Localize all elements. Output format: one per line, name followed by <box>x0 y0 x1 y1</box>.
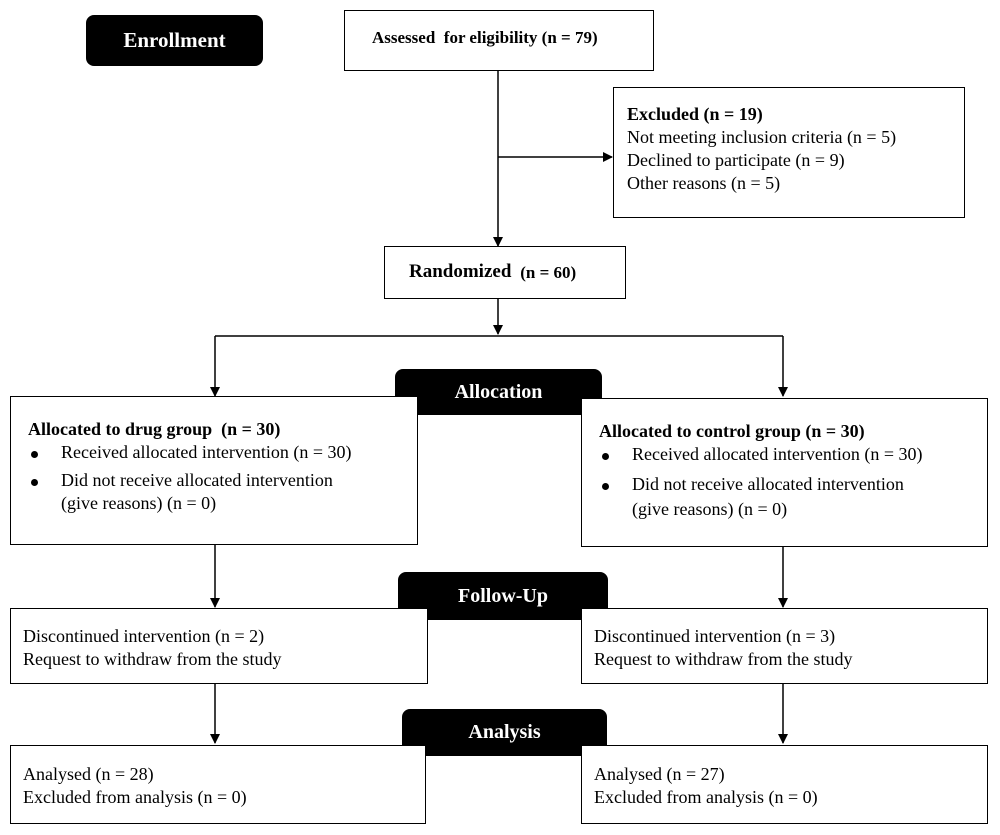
bullet-icon <box>31 479 38 486</box>
excluded-title: Excluded (n = 19) <box>627 104 763 124</box>
excluded-reason: Declined to participate (n = 9) <box>627 150 845 170</box>
excluded-box: Excluded (n = 19) Not meeting inclusion … <box>613 87 965 218</box>
bullet-icon <box>31 451 38 458</box>
followup-control-withdraw: Request to withdraw from the study <box>594 649 853 669</box>
followup-control-box: Discontinued intervention (n = 3) Reques… <box>581 608 988 684</box>
enrollment-label: Enrollment <box>86 15 263 66</box>
randomized-box: Randomized (n = 60) <box>384 246 626 299</box>
bullet-icon <box>602 453 609 460</box>
analysis-drug-excluded: Excluded from analysis (n = 0) <box>23 787 247 807</box>
analysis-label: Analysis <box>402 709 607 756</box>
bullet-icon <box>602 483 609 490</box>
randomized-label: Randomized <box>409 261 512 282</box>
drug-group-box: Allocated to drug group (n = 30) Receive… <box>10 396 418 545</box>
followup-control-discontinued: Discontinued intervention (n = 3) <box>594 626 836 646</box>
analysis-control-excluded: Excluded from analysis (n = 0) <box>594 787 818 807</box>
excluded-reason: Not meeting inclusion criteria (n = 5) <box>627 127 897 147</box>
control-not-received: Did not receive allocated intervention <box>632 474 904 494</box>
analysis-drug-box: Analysed (n = 28) Excluded from analysis… <box>10 745 426 824</box>
assessed-text: Assessed for eligibility (n = 79) <box>372 28 598 47</box>
followup-drug-box: Discontinued intervention (n = 2) Reques… <box>10 608 428 684</box>
enrollment-label-text: Enrollment <box>123 28 226 52</box>
control-group-title: Allocated to control group (n = 30) <box>599 421 865 441</box>
randomized-count: (n = 60) <box>516 263 577 282</box>
drug-not-received-reasons: (give reasons) (n = 0) <box>61 493 217 513</box>
analysis-drug-analysed: Analysed (n = 28) <box>23 764 154 784</box>
allocation-label: Allocation <box>395 369 602 415</box>
follow-up-label: Follow-Up <box>398 572 608 620</box>
analysis-control-analysed: Analysed (n = 27) <box>594 764 725 784</box>
analysis-control-box: Analysed (n = 27) Excluded from analysis… <box>581 745 988 824</box>
drug-not-received: Did not receive allocated intervention <box>61 470 333 490</box>
assessed-box: Assessed for eligibility (n = 79) <box>344 10 654 71</box>
control-group-box: Allocated to control group (n = 30) Rece… <box>581 398 988 547</box>
excluded-reason: Other reasons (n = 5) <box>627 173 781 193</box>
followup-drug-discontinued: Discontinued intervention (n = 2) <box>23 626 265 646</box>
control-received: Received allocated intervention (n = 30) <box>632 444 923 464</box>
analysis-label-text: Analysis <box>468 721 541 743</box>
allocation-label-text: Allocation <box>454 380 543 403</box>
drug-received: Received allocated intervention (n = 30) <box>61 442 352 462</box>
drug-group-title: Allocated to drug group (n = 30) <box>28 419 281 439</box>
follow-up-label-text: Follow-Up <box>458 584 548 607</box>
control-not-received-reasons: (give reasons) (n = 0) <box>632 499 788 519</box>
followup-drug-withdraw: Request to withdraw from the study <box>23 649 282 669</box>
